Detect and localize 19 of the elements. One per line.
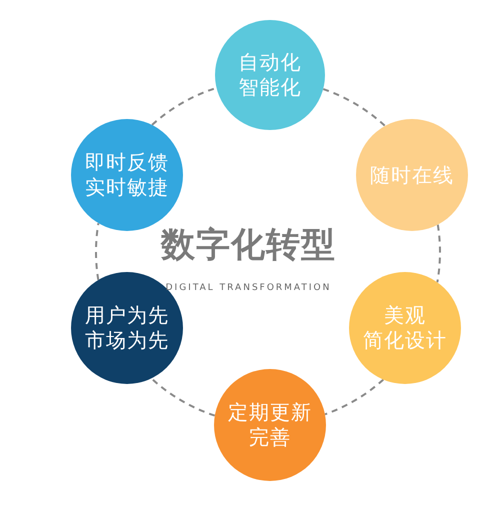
circle-label: 市场为先 [85,328,169,353]
subtitle: DIGITAL TRANSFORMATION [166,283,332,293]
dashed-connector [151,86,217,126]
dashed-connector [150,378,216,417]
circle-label: 智能化 [238,75,302,100]
circle-label: 即时反馈 [85,150,169,175]
dashed-connector [324,378,384,416]
dashed-connector [322,88,386,127]
dashed-connector [436,224,441,282]
circle-label: 用户为先 [85,303,169,328]
circle-label: 定期更新 [228,400,312,425]
dashed-connector [95,223,100,280]
circle-label: 完善 [249,425,291,450]
circle-label: 简化设计 [363,328,447,353]
circle-label: 实时敏捷 [85,175,169,200]
circle-label: 随时在线 [370,162,454,188]
circle-label: 自动化 [238,50,302,75]
center-title: 数字化转型 [161,225,336,265]
circle-label: 美观 [384,303,426,328]
